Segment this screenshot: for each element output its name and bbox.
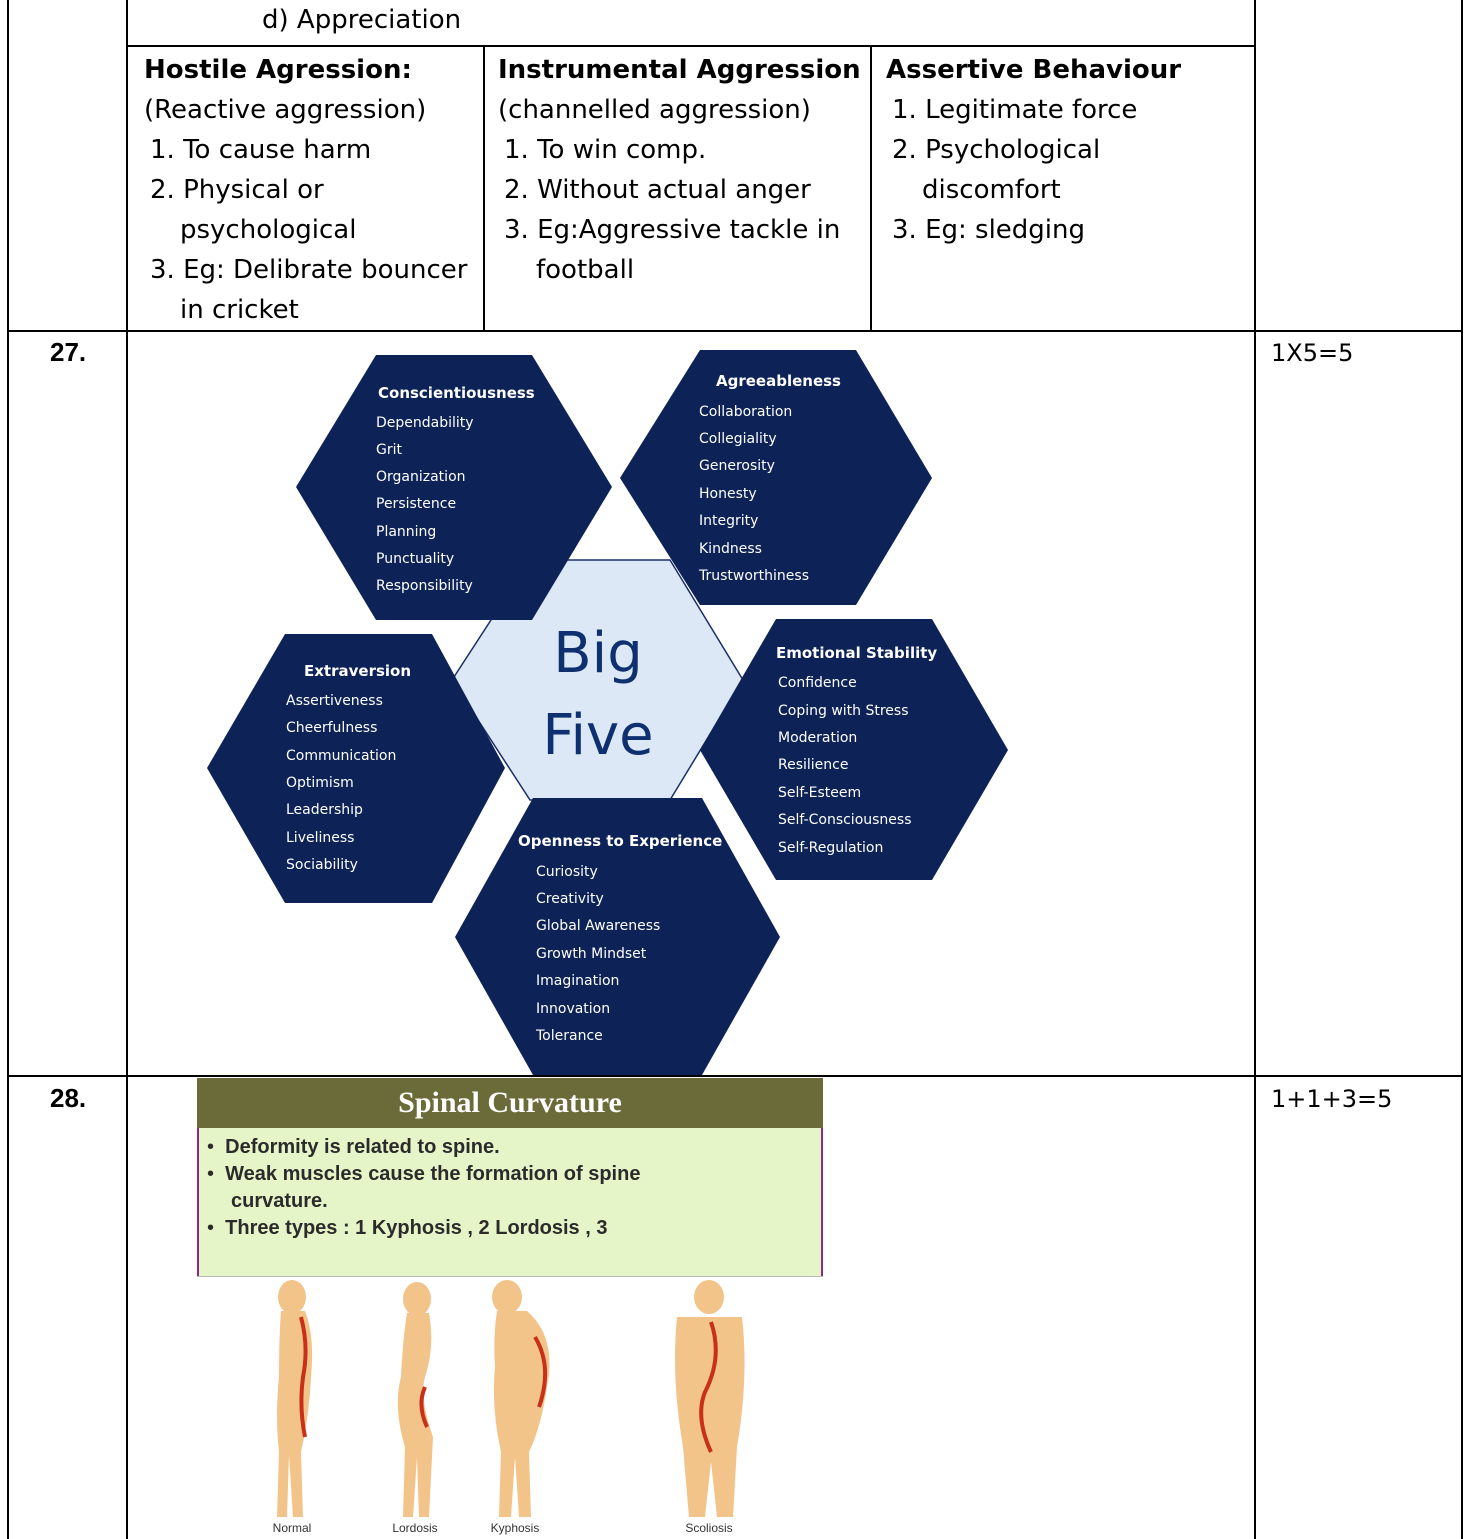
cell-line: psychological (180, 215, 357, 245)
slide-title: Spinal Curvature (398, 1086, 622, 1119)
trait-item: Collaboration (699, 404, 792, 420)
slide-bullet: curvature. (231, 1190, 328, 1212)
trait-item: Kindness (699, 541, 762, 557)
instrumental-aggression-cell: Instrumental Aggression (channelled aggr… (498, 50, 861, 290)
appreciation-text: d) Appreciation (262, 5, 462, 35)
hexagon-title: Conscientiousness (378, 384, 535, 402)
trait-item: Cheerfulness (286, 720, 377, 736)
trait-item: Resilience (778, 757, 848, 773)
figure-caption: Lordosis (392, 1521, 437, 1535)
hexagon-emotional-stability (700, 619, 1008, 880)
hexagon-openness (455, 798, 780, 1075)
trait-item: Coping with Stress (778, 703, 909, 719)
slide-bullet: • Deformity is related to spine. (207, 1136, 500, 1158)
lordosis-figure (397, 1282, 433, 1517)
trait-item: Honesty (699, 486, 757, 502)
trait-item: Self-Regulation (778, 840, 883, 856)
trait-item: Planning (376, 524, 436, 540)
hexagon-extraversion (207, 634, 505, 903)
hexagon-agreeableness (620, 350, 932, 605)
slide-title-bar: Spinal Curvature (197, 1078, 823, 1128)
trait-item: Growth Mindset (536, 946, 647, 962)
cell-line: discomfort (922, 175, 1061, 205)
cell-line: (Reactive aggression) (144, 95, 427, 125)
posture-figures: Normal Lordosis Kyphosis Scoliosis (273, 1280, 745, 1535)
trait-item: Trustworthiness (698, 568, 809, 584)
trait-item: Curiosity (536, 864, 598, 880)
center-label-line2: Five (542, 703, 653, 768)
cell-line: 1. To cause harm (150, 135, 372, 165)
trait-item: Global Awareness (536, 918, 660, 934)
trait-item: Generosity (699, 458, 775, 474)
cell-line: (channelled aggression) (498, 95, 811, 125)
trait-item: Leadership (286, 802, 363, 818)
spinal-curvature-slide: Spinal Curvature • Deformity is related … (197, 1078, 823, 1539)
trait-item: Collegiality (699, 431, 777, 447)
trait-item: Assertiveness (286, 693, 383, 709)
trait-item: Communication (286, 748, 396, 764)
trait-item: Persistence (376, 496, 456, 512)
trait-item: Imagination (536, 973, 619, 989)
marks-allocation: 1+1+3=5 (1271, 1085, 1393, 1113)
scoliosis-figure (675, 1280, 745, 1517)
trait-item: Organization (376, 469, 466, 485)
normal-posture-figure (277, 1280, 313, 1517)
trait-item: Punctuality (376, 551, 454, 567)
hostile-aggression-heading: Hostile Agression: (144, 55, 412, 85)
trait-item: Innovation (536, 1001, 610, 1017)
trait-item: Sociability (286, 857, 358, 873)
trait-item: Self-Esteem (778, 785, 861, 801)
trait-item: Creativity (536, 891, 604, 907)
hexagon-title: Emotional Stability (776, 644, 937, 662)
cell-line: 3. Eg: sledging (892, 215, 1086, 245)
trait-item: Responsibility (376, 578, 473, 594)
question-number: 28. (50, 1083, 87, 1113)
trait-item: Liveliness (286, 830, 354, 846)
cell-line: in cricket (180, 295, 299, 325)
trait-item: Confidence (778, 675, 857, 691)
hostile-aggression-cell: Hostile Agression: (Reactive aggression)… (144, 50, 467, 330)
marks-allocation: 1X5=5 (1271, 339, 1354, 367)
figure-caption: Scoliosis (685, 1521, 732, 1535)
trait-item: Tolerance (535, 1028, 603, 1044)
trait-item: Moderation (778, 730, 857, 746)
cell-line: 3. Eg: Delibrate bouncer (150, 255, 468, 285)
slide-bullet: • Weak muscles cause the formation of sp… (207, 1163, 641, 1185)
cell-line: 2. Without actual anger (504, 175, 811, 205)
cell-line: 1. To win comp. (504, 135, 707, 165)
trait-item: Dependability (376, 415, 474, 431)
cell-line: 2. Physical or (150, 175, 324, 205)
cell-line: football (536, 255, 635, 285)
kyphosis-figure (492, 1280, 550, 1517)
trait-item: Optimism (286, 775, 354, 791)
assertive-behaviour-cell: Assertive Behaviour 1. Legitimate force … (886, 50, 1181, 250)
hexagon-title: Agreeableness (716, 372, 841, 390)
figure-caption: Kyphosis (491, 1521, 540, 1535)
cell-line: 2. Psychological (892, 135, 1101, 165)
hexagon-title: Openness to Experience (518, 832, 722, 850)
trait-item: Self-Consciousness (778, 812, 912, 828)
hexagon-conscientiousness (296, 355, 612, 620)
trait-item: Integrity (699, 513, 758, 529)
slide-bullet-box: • Deformity is related to spine. • Weak … (197, 1128, 823, 1276)
figure-caption: Normal (273, 1521, 312, 1535)
assertive-behaviour-heading: Assertive Behaviour (886, 55, 1182, 85)
question-number: 27. (50, 337, 87, 367)
center-label-line1: Big (553, 621, 643, 686)
trait-item: Grit (376, 442, 402, 458)
hexagon-title: Extraversion (304, 662, 411, 680)
cell-line: 1. Legitimate force (892, 95, 1138, 125)
instrumental-aggression-heading: Instrumental Aggression (498, 55, 861, 85)
cell-line: 3. Eg:Aggressive tackle in (504, 215, 841, 245)
slide-bullet: • Three types : 1 Kyphosis , 2 Lordosis … (207, 1217, 608, 1239)
